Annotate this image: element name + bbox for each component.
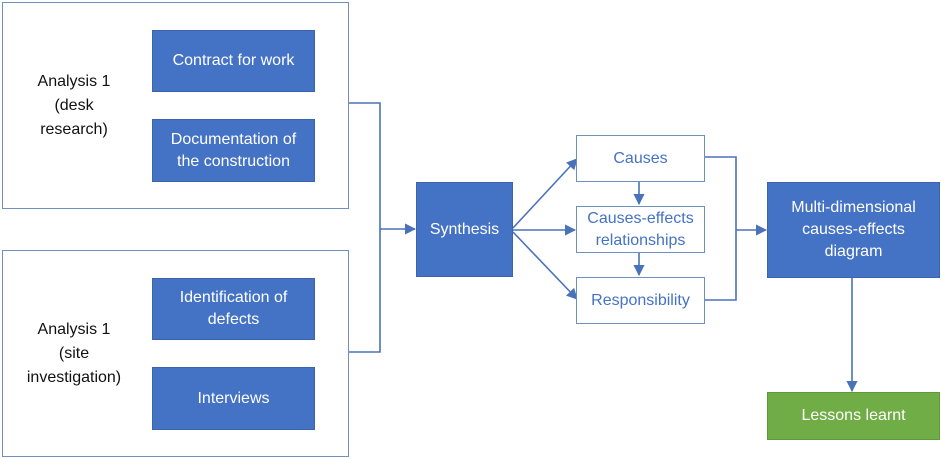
identification-of-defects-box: Identification of defects	[152, 278, 315, 340]
connector-site-to-synthesis	[349, 229, 381, 353]
connector-responsibility-to-diagram	[704, 230, 737, 301]
arrow-synthesis-to-causes	[512, 158, 578, 229]
contract-for-work-box: Contract for work	[152, 30, 315, 92]
causes-box: Causes	[576, 135, 705, 182]
analysis-desk-label: Analysis 1 (desk research)	[37, 73, 111, 138]
interviews-box: Interviews	[152, 367, 315, 430]
analysis-site-label: Analysis 1 (site investigation)	[26, 321, 122, 386]
lessons-learnt-box: Lessons learnt	[767, 392, 940, 440]
documentation-box: Documentation of the construction	[152, 119, 315, 182]
multi-dimensional-diagram-box: Multi-dimensional causes-effects diagram	[767, 182, 940, 278]
connector-causes-to-diagram	[704, 156, 737, 230]
synthesis-box: Synthesis	[416, 182, 513, 277]
connector-desk-to-synthesis	[349, 102, 381, 229]
causes-effects-relationships-box: Causes-effects relationships	[576, 206, 705, 253]
responsibility-box: Responsibility	[576, 277, 705, 324]
arrow-synthesis-to-responsibility	[512, 231, 578, 300]
